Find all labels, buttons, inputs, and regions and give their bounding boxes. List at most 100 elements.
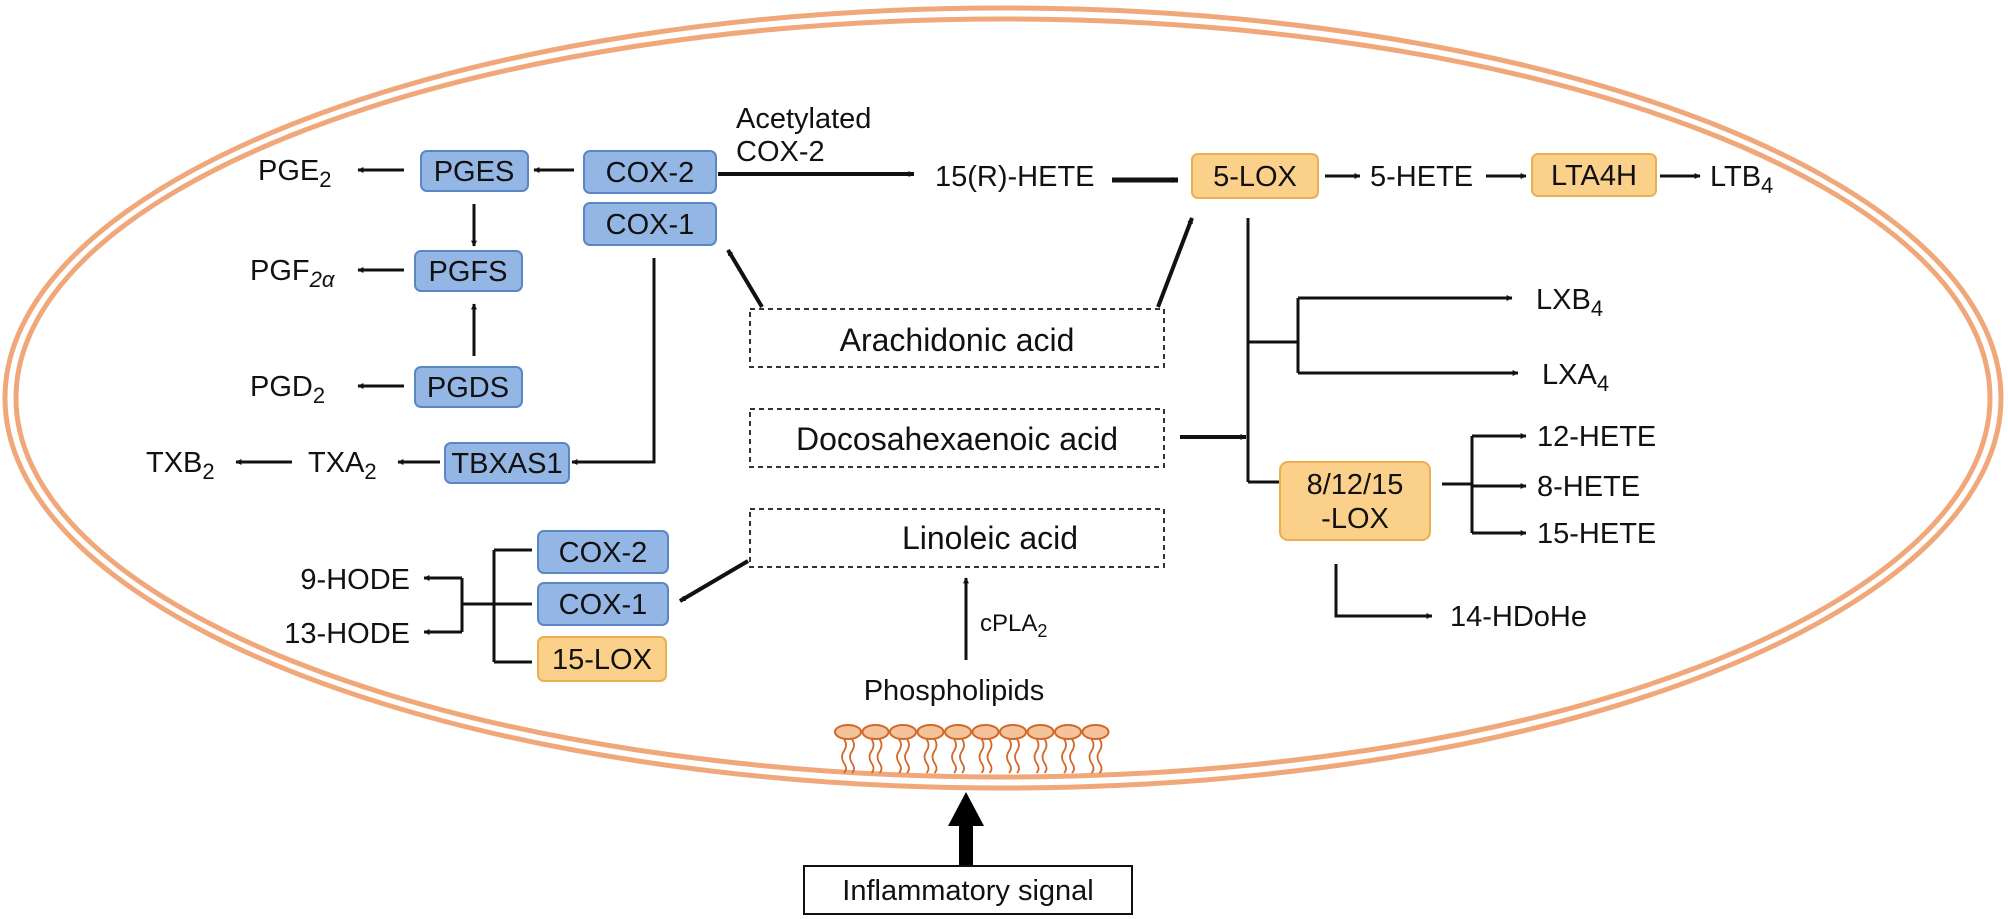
lxb4-label: LXB4 [1536, 284, 1603, 321]
docosahexaenoic-acid-box [749, 408, 1165, 468]
acetylated-label-line2: COX-2 [736, 136, 825, 168]
acetylated-label-line1: Acetylated [736, 103, 871, 135]
cpla2-label: cPLA2 [980, 610, 1047, 641]
arrow-arachidonic-to-5lox [1156, 217, 1194, 308]
txa2-subscript: 2 [364, 459, 376, 484]
cpla2-subscript: 2 [1037, 621, 1047, 641]
5lox-label: 5-LOX [1213, 161, 1297, 193]
phospholipid-bilayer-icon [834, 724, 1110, 774]
15r-hete-label: 15(R)-HETE [935, 161, 1095, 193]
arachidonic-acid-box [749, 308, 1165, 368]
arrow-cox1-to-tbxas1 [571, 258, 656, 465]
5hete-label: 5-HETE [1370, 161, 1473, 193]
pge2-subscript: 2 [319, 167, 331, 192]
phospholipid-head [1054, 724, 1082, 740]
phospholipid-tail [986, 738, 993, 774]
lta4h-box [1531, 153, 1657, 197]
tbxas1-box [444, 442, 570, 484]
phospholipid-tail [1041, 738, 1048, 774]
cox2-top-label: COX-2 [606, 157, 695, 189]
pge2-label: PGE2 [258, 155, 332, 192]
linoleic-acid-label: Linoleic acid [902, 520, 1078, 556]
lxa4-subscript: 4 [1597, 371, 1609, 396]
cox1-bottom-label: COX-1 [559, 589, 648, 621]
phospholipid-tail [1096, 738, 1103, 774]
txa2-label: TXA2 [308, 447, 377, 484]
phospholipid-head [861, 724, 890, 740]
phospholipid-tail [923, 738, 930, 774]
phospholipid-tail [896, 738, 902, 774]
arrow-arachidonic-to-cox1 [726, 248, 764, 309]
pgds-box [414, 366, 523, 408]
docosahexaenoic-acid-label: Docosahexaenoic acid [796, 421, 1118, 457]
13hode-label: 13-HODE [284, 618, 410, 650]
pgfs-box [414, 250, 523, 292]
lxb4-subscript: 4 [1591, 296, 1603, 321]
arrow-linoleic-to-cox1-bottom [678, 559, 750, 603]
inflammatory-signal-box [803, 865, 1133, 915]
12hete-label: 12-HETE [1537, 421, 1656, 453]
linoleic-acid-box [749, 508, 1165, 568]
8hete-label: 8-HETE [1537, 471, 1640, 503]
arachidonic-acid-label: Arachidonic acid [840, 322, 1075, 358]
cox2-bottom-label: COX-2 [559, 537, 648, 569]
9hode-label: 9-HODE [300, 564, 410, 596]
txb2-subscript: 2 [202, 459, 214, 484]
pges-label: PGES [434, 156, 515, 188]
phospholipid-head [944, 724, 972, 740]
phospholipid-tail [904, 738, 910, 774]
phospholipid-tail [951, 738, 957, 774]
phospholipid-head [834, 724, 862, 740]
tbxas1-label: TBXAS1 [451, 448, 562, 480]
15lox-label: 15-LOX [552, 644, 652, 676]
lta4h-label: LTA4H [1551, 160, 1637, 192]
phospholipid-head [999, 724, 1027, 740]
phospholipid-head [971, 724, 1000, 740]
cell-membrane-outer [2, 5, 2004, 791]
ltb4-label: LTB4 [1710, 161, 1773, 198]
phospholipid-tail [1061, 738, 1067, 774]
5lox-box [1191, 153, 1319, 199]
pges-box [420, 150, 529, 192]
phospholipid-tail [978, 738, 985, 774]
pgf2a-subscript: 2α [309, 267, 336, 292]
inflammatory-signal-label: Inflammatory signal [842, 875, 1093, 907]
15lox-box [537, 636, 667, 682]
pgd2-subscript: 2 [313, 383, 325, 408]
inflammatory-signal-arrow-head [948, 792, 984, 826]
pgfs-label: PGFS [429, 256, 508, 288]
pgds-label: PGDS [427, 372, 509, 404]
cox1-bottom-box [537, 582, 669, 626]
pgf2a-label: PGF2α [250, 255, 336, 292]
phospholipid-tail [959, 738, 965, 774]
cell-membrane-inner [13, 16, 1993, 780]
phospholipid-head [889, 724, 917, 740]
phospholipids-label: Phospholipids [864, 675, 1045, 707]
phospholipid-head [916, 724, 945, 740]
cox2-bottom-box [537, 530, 669, 574]
phospholipid-tail [841, 738, 847, 774]
ltb4-subscript: 4 [1761, 173, 1773, 198]
phospholipid-tail [1033, 738, 1040, 774]
cox1-top-label: COX-1 [606, 209, 695, 241]
phospholipid-tail [1069, 738, 1075, 774]
15hete-label: 15-HETE [1537, 518, 1656, 550]
txb2-label: TXB2 [146, 447, 215, 484]
81215lox-label-line1: 8/12/15 [1307, 469, 1404, 501]
pgd2-label: PGD2 [250, 371, 325, 408]
81215lox-label-line2: -LOX [1321, 503, 1389, 535]
phospholipid-tail [876, 738, 883, 774]
phospholipid-tail [868, 738, 875, 774]
lxa4-label: LXA4 [1542, 359, 1609, 396]
cox1-top-box [583, 202, 717, 246]
81215lox-box [1279, 461, 1431, 541]
phospholipid-head [1081, 724, 1110, 740]
phospholipid-head [1026, 724, 1055, 740]
cox2-top-box [583, 150, 717, 194]
phospholipid-tail [1014, 738, 1020, 774]
phospholipid-tail [849, 738, 855, 774]
14hdohe-label: 14-HDoHe [1450, 601, 1587, 633]
arrow-to-14hdohe [1334, 564, 1433, 619]
phospholipid-tail [1006, 738, 1012, 774]
